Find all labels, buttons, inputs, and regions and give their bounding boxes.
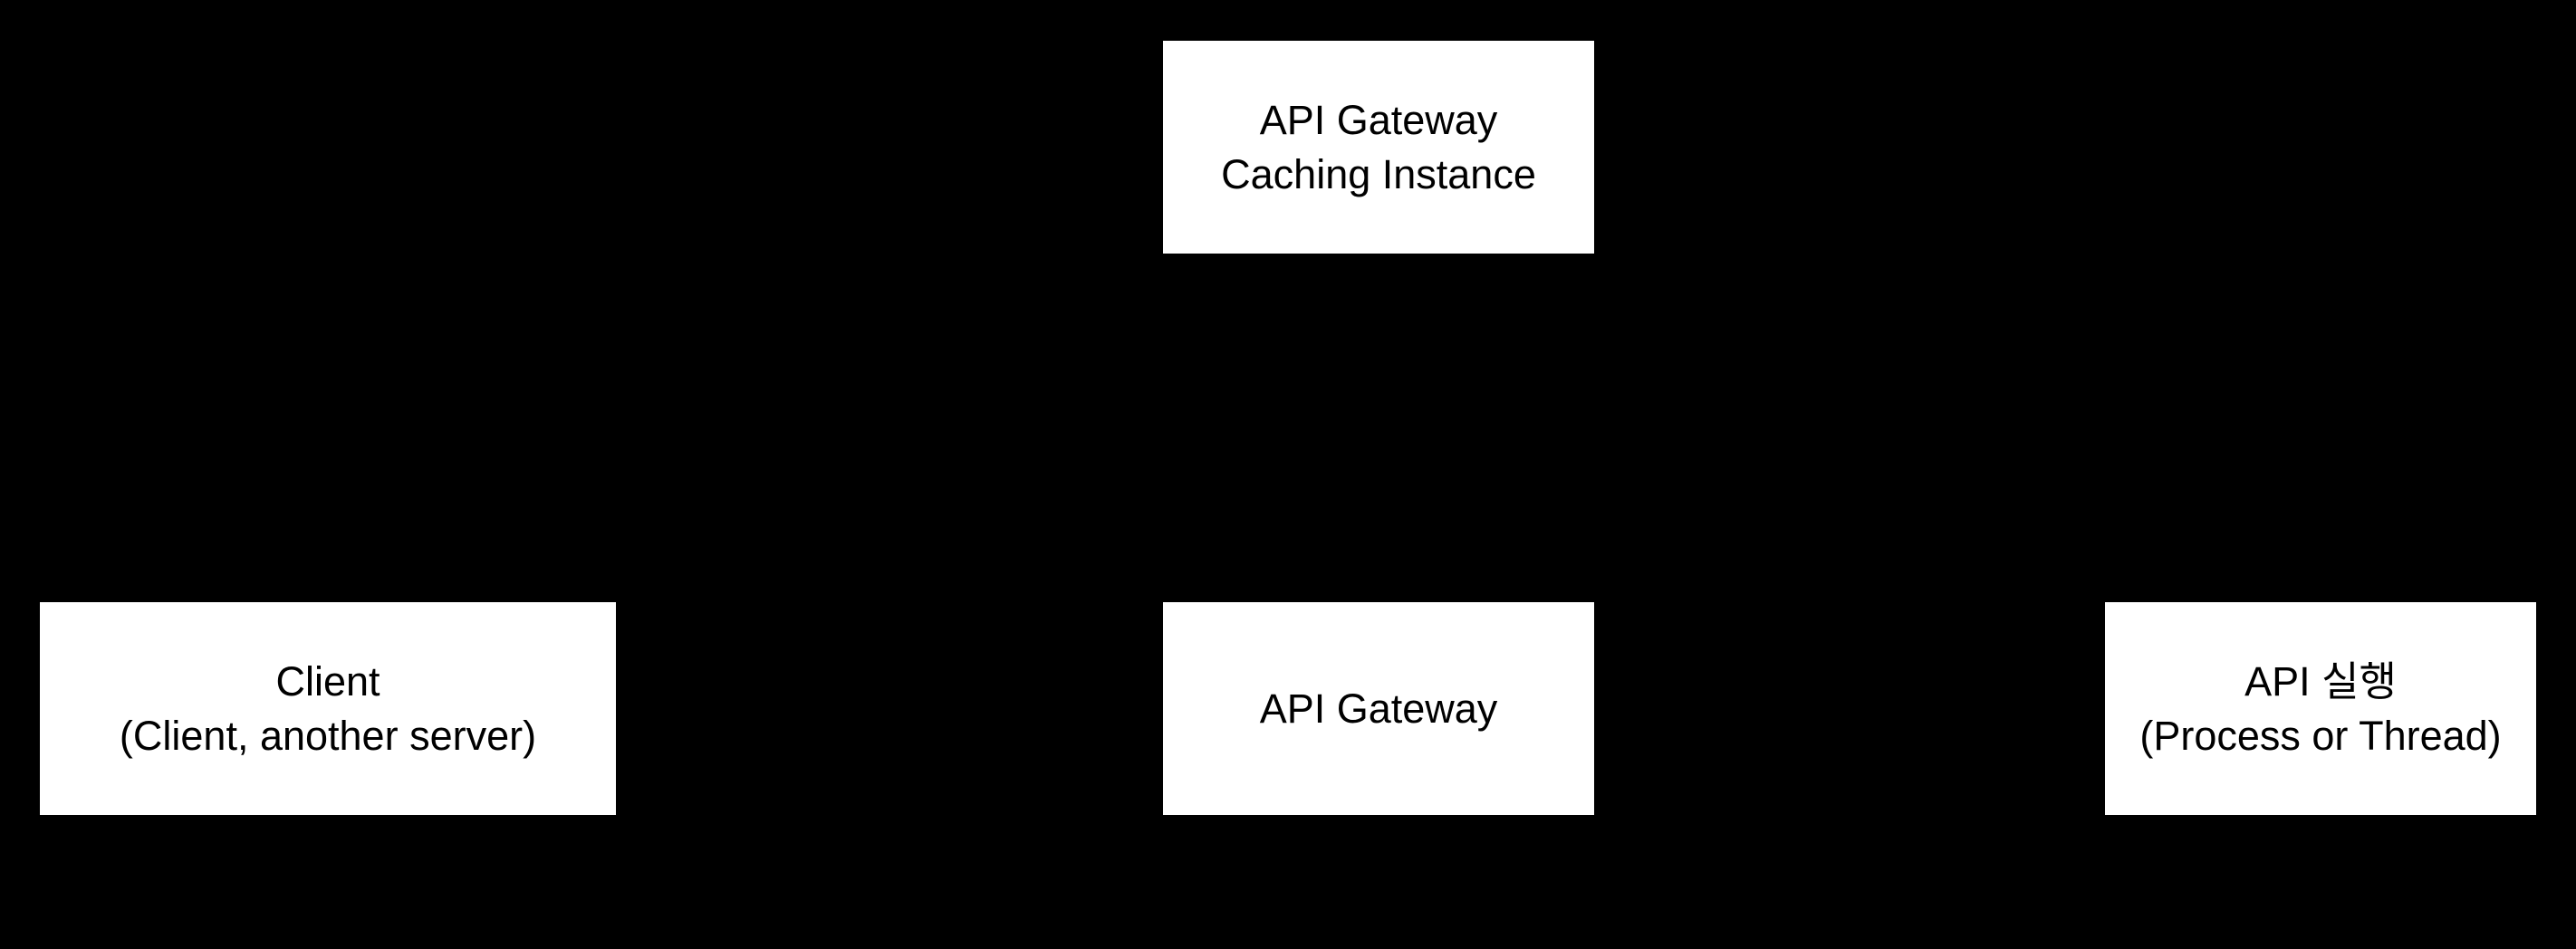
node-api-gateway: API Gateway [1163, 602, 1594, 815]
node-label-line: (Process or Thread) [2139, 712, 2502, 759]
node-label-line: (Client, another server) [119, 712, 537, 759]
node-label-line: API Gateway [1259, 96, 1498, 143]
node-label-line: Caching Instance [1221, 150, 1536, 197]
node-label-line: API 실행 [2244, 657, 2397, 705]
node-client: Client (Client, another server) [40, 602, 616, 815]
node-label-line: Client [275, 657, 380, 705]
node-api-execution: API 실행 (Process or Thread) [2105, 602, 2536, 815]
node-api-gateway-caching-instance: API Gateway Caching Instance [1163, 41, 1594, 254]
node-label-line: API Gateway [1259, 685, 1498, 732]
